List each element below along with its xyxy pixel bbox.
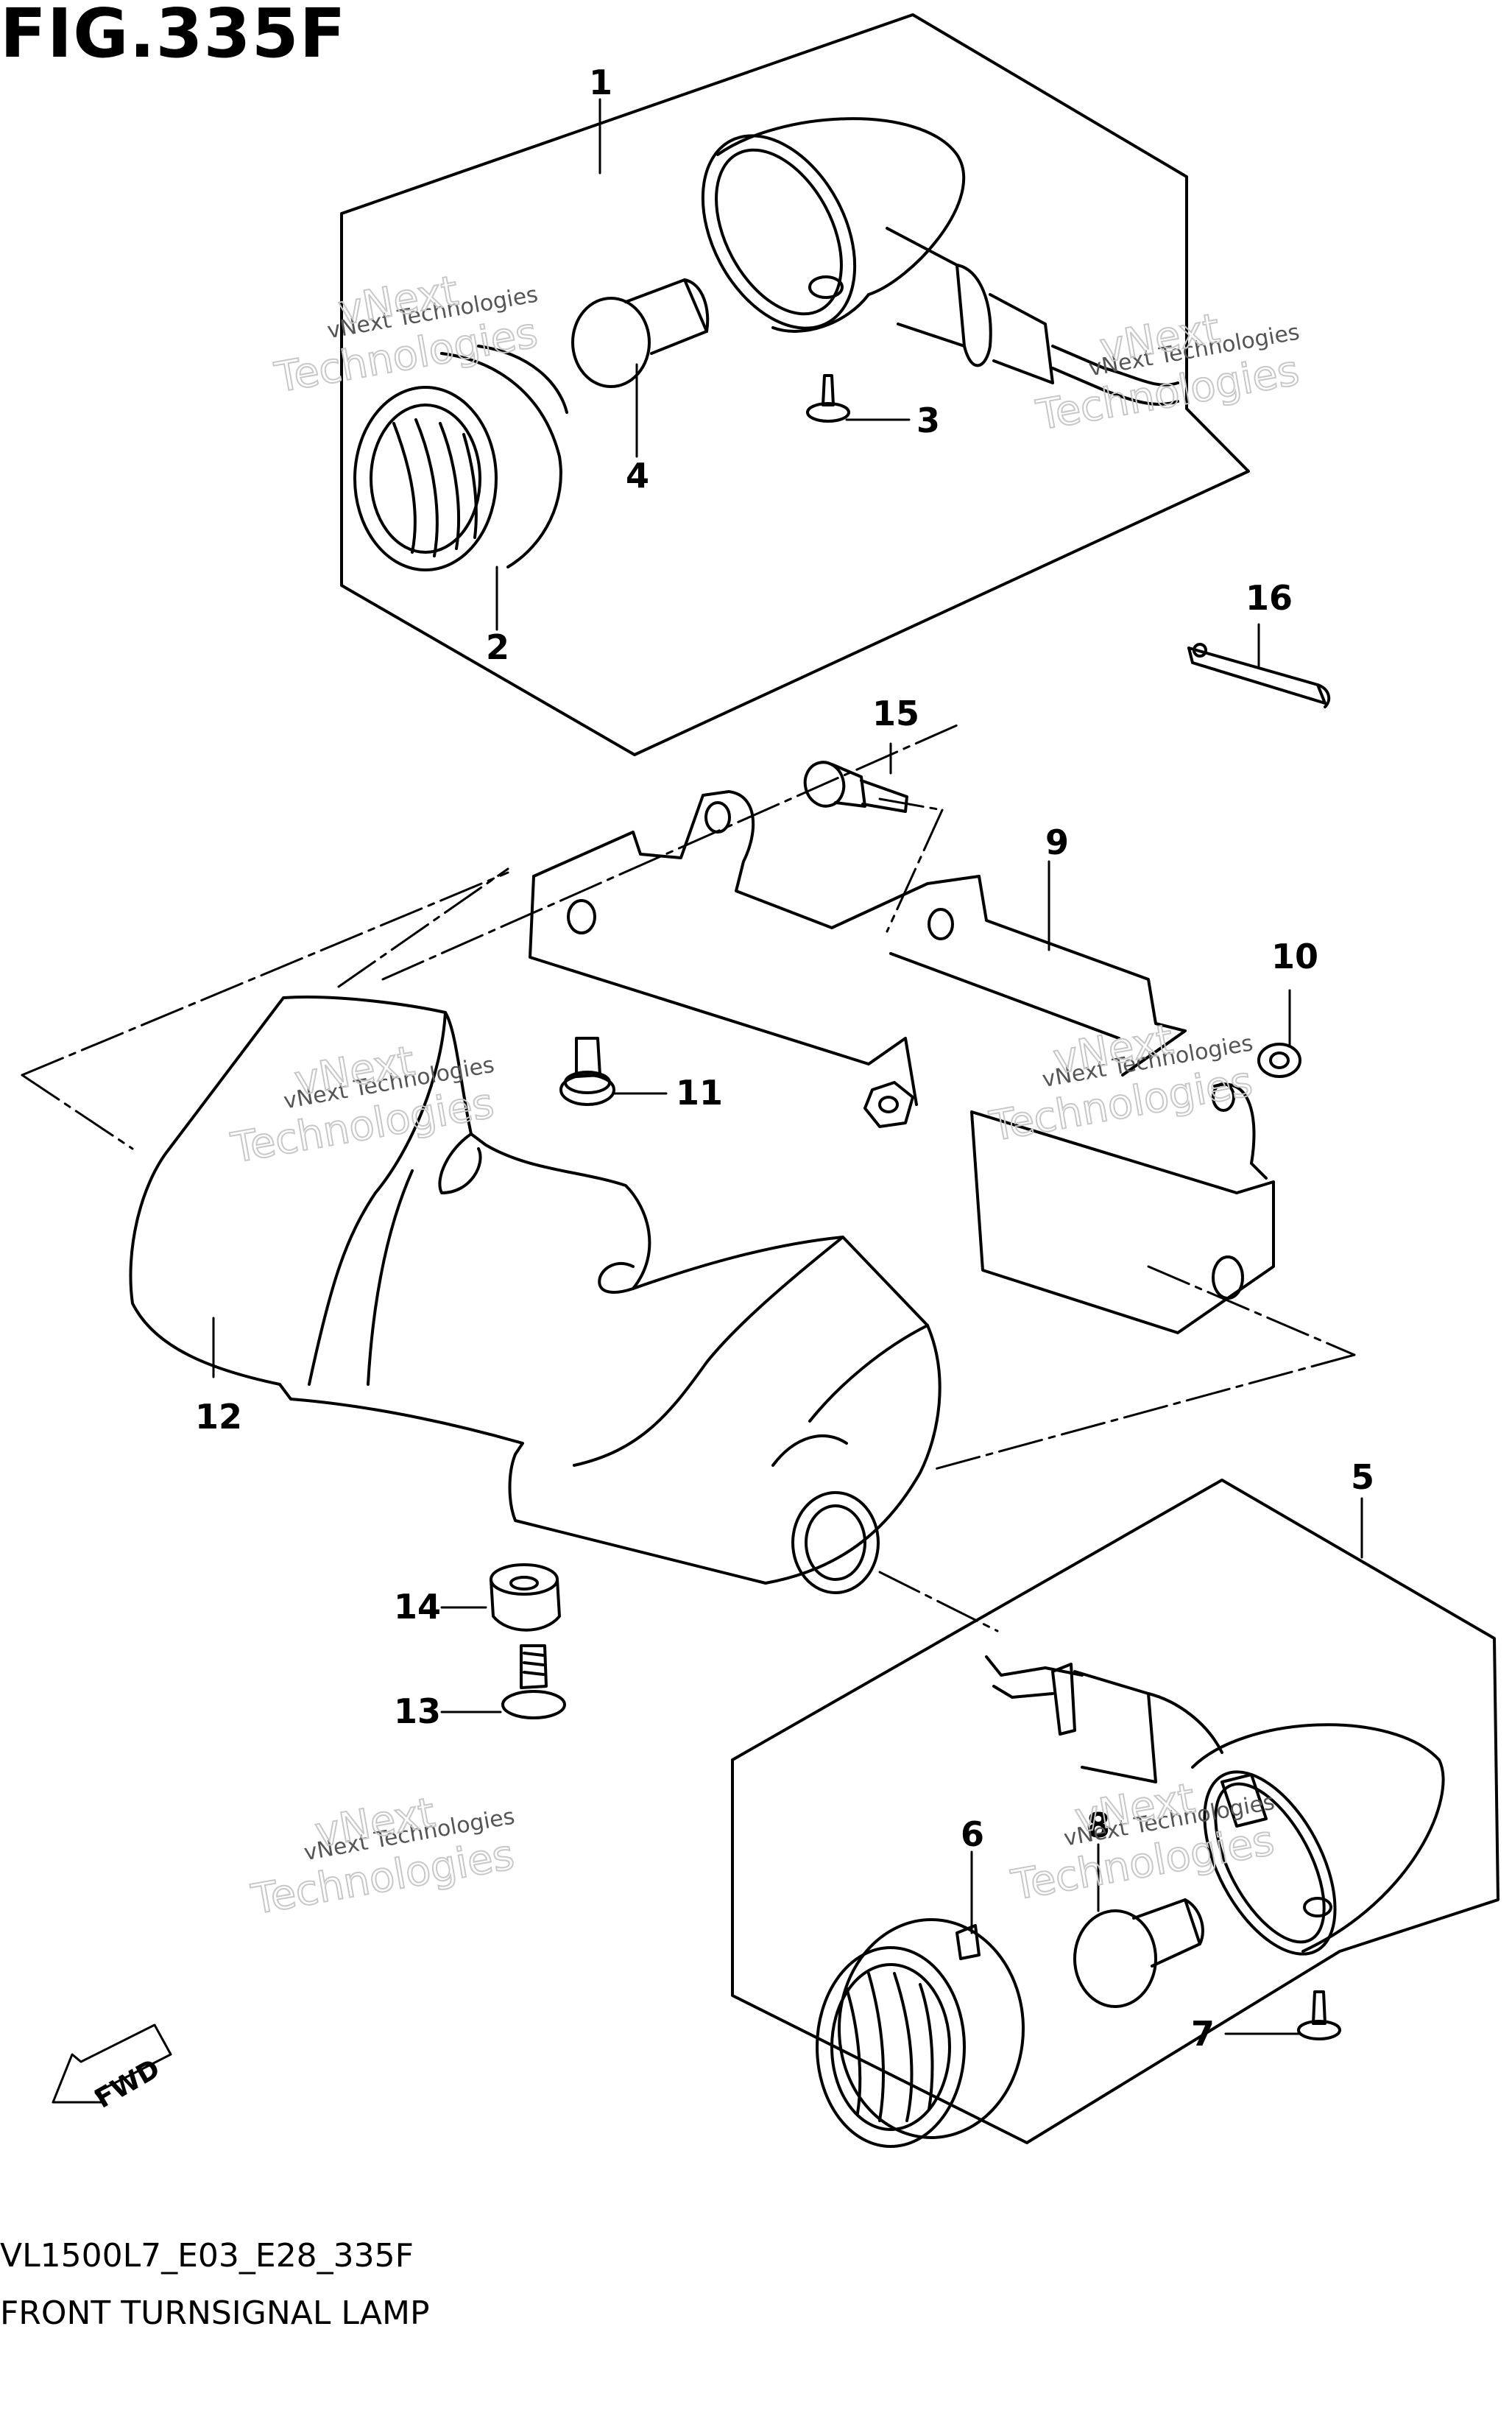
callout-5: 5 [1351,1457,1374,1497]
cushion-10 [1257,1043,1301,1078]
callout-leaders [212,98,1363,2035]
callout-6: 6 [961,1814,984,1854]
callout-1: 1 [589,63,612,102]
upper-housing [701,117,1179,406]
callout-labels: 1 2 3 4 5 6 7 8 9 10 11 12 13 14 15 16 [195,63,1374,2054]
lower-housing [985,1655,1445,1956]
model-code: VL1500L7_E03_E28_335F [0,2237,414,2275]
watermark-2: vNext Technologies vNext Technologies [1032,304,1304,441]
leader-lines [21,724,1356,1632]
lower-lens [816,1918,1025,2148]
fwd-arrow [52,2023,172,2104]
lower-bulb [1073,1898,1204,2008]
callout-14: 14 [394,1587,441,1627]
watermark-4: vNext Technologies vNext Technologies [986,1015,1257,1152]
callout-3: 3 [916,401,940,440]
upper-bulb [571,278,710,388]
bracket [529,790,1275,1334]
figure-name: FRONT TURNSIGNAL LAMP [0,2294,430,2332]
bolt-11 [559,1037,615,1106]
callout-13: 13 [394,1691,441,1731]
figure-title: FIG.335F [0,0,347,73]
nut [863,1081,914,1128]
fwd-label: FWD [90,2054,165,2115]
cushion-14 [490,1563,561,1632]
callout-11: 11 [676,1073,723,1113]
watermark-3: vNext Technologies vNext Technologies [227,1037,498,1174]
callout-16: 16 [1246,578,1293,618]
lower-assembly-box [731,1479,1499,2144]
watermarks: vNext Technologies vNext Technologies vN… [227,267,1304,1926]
callout-7: 7 [1191,2014,1215,2054]
upper-lens [353,345,568,571]
callout-15: 15 [872,694,919,733]
callout-2: 2 [486,627,509,667]
callout-4: 4 [626,456,649,496]
callout-10: 10 [1271,937,1318,976]
watermark-5: vNext Technologies vNext Technologies [247,1788,519,1925]
bolt-13 [501,1644,566,1719]
callout-12: 12 [195,1397,242,1437]
clip [1187,643,1331,708]
upper-assembly-box [340,13,1250,756]
cover [129,996,942,1594]
upper-screw [806,374,850,423]
watermark-1: vNext Technologies vNext Technologies [270,267,542,404]
callout-9: 9 [1045,822,1069,862]
callout-8: 8 [1087,1806,1110,1845]
lower-screw [1297,1990,1341,2040]
